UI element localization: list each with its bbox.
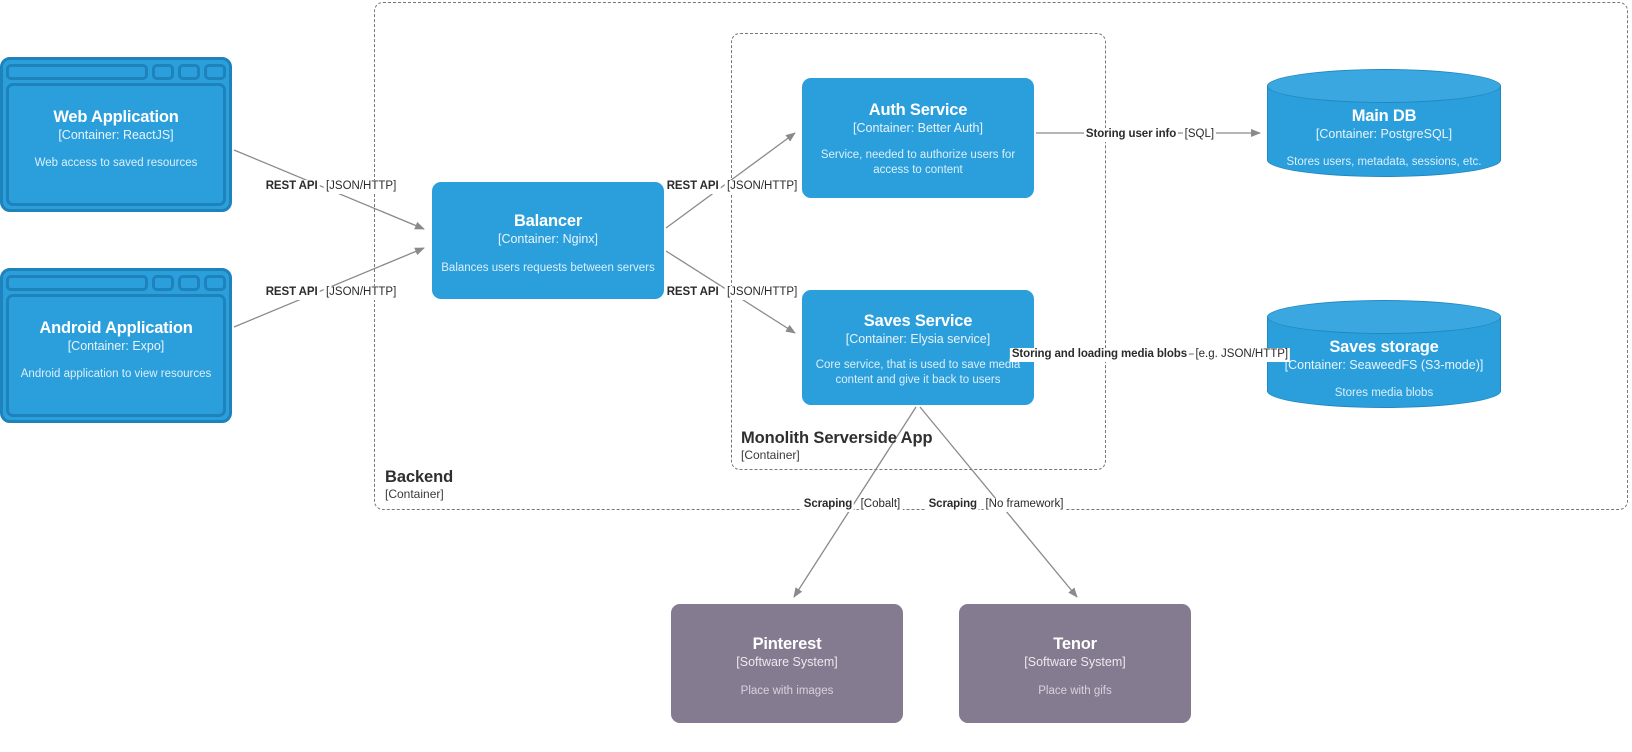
node-title: Saves Service <box>863 312 973 330</box>
cylinder-top-icon <box>1267 300 1501 334</box>
edge-label-name: Storing user info <box>1083 128 1179 142</box>
node-balancer[interactable]: Balancer [Container: Nginx] Balances use… <box>432 182 664 299</box>
node-title: Balancer <box>513 212 583 230</box>
edge-label-name: Scraping <box>926 498 979 512</box>
edge-saves-to-pinterest <box>793 406 917 598</box>
node-desc: Place with gifs <box>1038 685 1112 697</box>
edge-label-android-to-balancer: REST API [JSON/HTTP] <box>263 282 399 300</box>
edge-label-saves-to-pinterest: Scraping [Cobalt] <box>801 494 903 512</box>
edge-label-balancer-to-saves: REST API [JSON/HTTP] <box>664 282 800 300</box>
node-web-application[interactable]: Web Application [Container: ReactJS] Web… <box>0 57 232 212</box>
edge-label-name: REST API <box>263 286 320 300</box>
node-desc: Stores users, metadata, sessions, etc. <box>1286 156 1482 168</box>
browser-chrome-web <box>6 63 226 83</box>
node-desc: Core service, that is used to save media… <box>815 359 1021 386</box>
address-bar-icon <box>6 63 148 80</box>
node-tech: [Container: ReactJS] <box>58 128 174 142</box>
node-desc: Android application to view resources <box>20 368 212 380</box>
boundary-monolith-label: Monolith Serverside App [Container] <box>741 429 933 463</box>
node-title: Android Application <box>39 319 193 337</box>
node-tech: [Container: Nginx] <box>497 232 599 246</box>
chrome-button-1-icon <box>152 63 174 80</box>
node-tech: [Container: SeaweedFS (S3-mode)] <box>1284 358 1484 372</box>
node-title: Saves storage <box>1329 338 1439 356</box>
node-auth-service[interactable]: Auth Service [Container: Better Auth] Se… <box>802 78 1034 198</box>
node-title: Auth Service <box>868 101 968 119</box>
boundary-monolith <box>731 33 1106 470</box>
boundary-backend-tech: [Container] <box>385 487 444 501</box>
node-main-db-text: Main DB [Container: PostgreSQL] Stores u… <box>1267 106 1501 170</box>
chrome-button-3-icon <box>204 63 226 80</box>
node-tech: [Container: Better Auth] <box>853 121 983 135</box>
node-tech: [Container: Expo] <box>67 339 165 353</box>
edge-label-tech: [JSON/HTTP] <box>323 286 399 300</box>
edge-label-saves-to-tenor: Scraping [No framework] <box>926 494 1066 512</box>
node-saves-service[interactable]: Saves Service [Container: Elysia service… <box>802 290 1034 405</box>
browser-body-web: Web Application [Container: ReactJS] Web… <box>6 83 226 206</box>
node-main-db[interactable]: Main DB [Container: PostgreSQL] Stores u… <box>1267 69 1501 177</box>
edge-label-saves-to-storage: Storing and loading media blobs [e.g. JS… <box>1009 344 1291 362</box>
boundary-monolith-tech: [Container] <box>741 448 800 462</box>
node-title: Web Application <box>53 108 179 126</box>
edge-label-tech: [JSON/HTTP] <box>724 286 800 300</box>
edge-label-name: Scraping <box>801 498 855 512</box>
edge-label-tech: [SQL] <box>1182 128 1217 142</box>
node-desc: Web access to saved resources <box>34 157 198 169</box>
chrome-button-1-icon <box>152 274 174 291</box>
edge-label-name: Storing and loading media blobs <box>1009 348 1190 362</box>
node-tech: [Software System] <box>736 655 838 669</box>
node-desc: Stores media blobs <box>1334 387 1434 399</box>
edge-label-name: REST API <box>664 286 721 300</box>
edge-label-name: REST API <box>263 180 320 194</box>
address-bar-icon <box>6 274 148 291</box>
node-title: Pinterest <box>752 635 822 653</box>
node-pinterest[interactable]: Pinterest [Software System] Place with i… <box>671 604 903 723</box>
edge-label-tech: [e.g. JSON/HTTP] <box>1193 348 1291 362</box>
node-saves-storage-text: Saves storage [Container: SeaweedFS (S3-… <box>1267 337 1501 401</box>
edge-label-tech: [No framework] <box>983 498 1066 512</box>
edge-label-auth-to-maindb: Storing user info [SQL] <box>1083 124 1217 142</box>
browser-chrome-android <box>6 274 226 294</box>
edge-label-tech: [JSON/HTTP] <box>323 180 399 194</box>
edge-label-balancer-to-auth: REST API [JSON/HTTP] <box>664 176 800 194</box>
chrome-button-3-icon <box>204 274 226 291</box>
node-android-application[interactable]: Android Application [Container: Expo] An… <box>0 268 232 423</box>
node-desc: Place with images <box>740 685 834 697</box>
chrome-button-2-icon <box>178 63 200 80</box>
node-saves-storage[interactable]: Saves storage [Container: SeaweedFS (S3-… <box>1267 300 1501 408</box>
node-desc: Balances users requests between servers <box>441 262 655 274</box>
browser-body-android: Android Application [Container: Expo] An… <box>6 294 226 417</box>
edge-label-tech: [JSON/HTTP] <box>724 180 800 194</box>
edge-label-tech: [Cobalt] <box>858 498 903 512</box>
node-tech: [Software System] <box>1024 655 1126 669</box>
edge-label-name: REST API <box>664 180 721 194</box>
node-title: Tenor <box>1053 635 1097 653</box>
boundary-backend-name: Backend <box>385 468 454 486</box>
node-tech: [Container: PostgreSQL] <box>1315 127 1453 141</box>
boundary-monolith-name: Monolith Serverside App <box>741 429 933 447</box>
node-tech: [Container: Elysia service] <box>845 332 991 346</box>
edge-label-web-to-balancer: REST API [JSON/HTTP] <box>263 176 399 194</box>
node-tenor[interactable]: Tenor [Software System] Place with gifs <box>959 604 1191 723</box>
node-desc: Service, needed to authorize users for a… <box>820 149 1016 176</box>
chrome-button-2-icon <box>178 274 200 291</box>
node-title: Main DB <box>1351 107 1417 125</box>
cylinder-top-icon <box>1267 69 1501 103</box>
boundary-backend-label: Backend [Container] <box>385 468 453 502</box>
